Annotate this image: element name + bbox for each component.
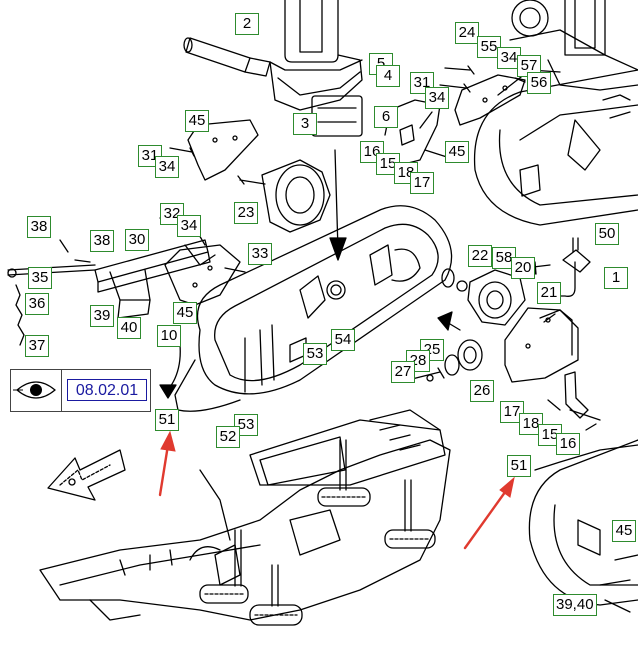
assembly-arrow [159, 149, 551, 399]
motor-cover [504, 307, 579, 383]
hose-fitting [547, 237, 591, 297]
callout-50[interactable]: 50 [595, 223, 619, 245]
callout-34[interactable]: 34 [497, 47, 521, 69]
callout-34[interactable]: 34 [177, 215, 201, 237]
callout-27[interactable]: 27 [391, 361, 415, 383]
callout-51[interactable]: 51 [155, 409, 179, 431]
callout-53[interactable]: 53 [303, 343, 327, 365]
callout-38[interactable]: 38 [27, 216, 51, 238]
gear-motor [441, 268, 526, 326]
machine-track-pods [199, 439, 436, 626]
callout-24[interactable]: 24 [455, 22, 479, 44]
callout-52[interactable]: 52 [216, 426, 240, 448]
callout-21[interactable]: 21 [537, 282, 561, 304]
callout-34[interactable]: 34 [155, 156, 179, 178]
callout-37[interactable]: 37 [25, 335, 49, 357]
callout-17[interactable]: 17 [410, 172, 434, 194]
callout-17[interactable]: 17 [500, 401, 524, 423]
callout-45[interactable]: 45 [445, 141, 469, 163]
drive-hub [237, 159, 331, 233]
callout-36[interactable]: 36 [25, 293, 49, 315]
callout-30[interactable]: 30 [125, 229, 149, 251]
callout-18[interactable]: 18 [519, 413, 543, 435]
direction-arrow-icon [47, 449, 126, 501]
guard-plate-middle [164, 244, 246, 306]
callout-45[interactable]: 45 [185, 110, 209, 132]
callout-40[interactable]: 40 [117, 317, 141, 339]
eye-icon [11, 370, 62, 411]
callout-4[interactable]: 4 [376, 65, 400, 87]
callout-2[interactable]: 2 [235, 13, 259, 35]
callout-39-40[interactable]: 39,40 [553, 594, 597, 616]
callout-16[interactable]: 16 [556, 433, 580, 455]
callout-57[interactable]: 57 [517, 55, 541, 77]
callout-3[interactable]: 3 [293, 113, 317, 135]
callout-26[interactable]: 26 [470, 380, 494, 402]
main-track-frame [174, 205, 453, 412]
bracket-assembly-lower [547, 371, 601, 431]
callout-38[interactable]: 38 [90, 230, 114, 252]
callout-56[interactable]: 56 [527, 72, 551, 94]
callout-45[interactable]: 45 [173, 302, 197, 324]
callout-53[interactable]: 53 [234, 414, 258, 436]
guard-plate-upper-left [169, 119, 259, 181]
machine-overview [39, 409, 451, 621]
red-arrow-icon [158, 430, 515, 550]
upper-right-track [473, 69, 638, 226]
callout-34[interactable]: 34 [425, 87, 449, 109]
callout-55[interactable]: 55 [477, 36, 501, 58]
guard-plate-upper-right [454, 74, 526, 126]
right-upper-column [509, 0, 638, 91]
callout-39[interactable]: 39 [90, 305, 114, 327]
callout-1[interactable]: 1 [604, 267, 628, 289]
callout-33[interactable]: 33 [248, 243, 272, 265]
callout-54[interactable]: 54 [331, 329, 355, 351]
view-reference-box: 08.02.01 [10, 369, 151, 412]
callout-23[interactable]: 23 [234, 202, 258, 224]
reference-code[interactable]: 08.02.01 [67, 379, 147, 401]
callout-51[interactable]: 51 [507, 455, 531, 477]
callout-10[interactable]: 10 [157, 325, 181, 347]
callout-58[interactable]: 58 [492, 247, 516, 269]
callout-22[interactable]: 22 [468, 245, 492, 267]
pin-part [183, 37, 271, 77]
callout-45[interactable]: 45 [612, 520, 636, 542]
callout-35[interactable]: 35 [28, 267, 52, 289]
callout-6[interactable]: 6 [374, 106, 398, 128]
callout-31[interactable]: 31 [138, 145, 162, 167]
callout-20[interactable]: 20 [511, 257, 535, 279]
